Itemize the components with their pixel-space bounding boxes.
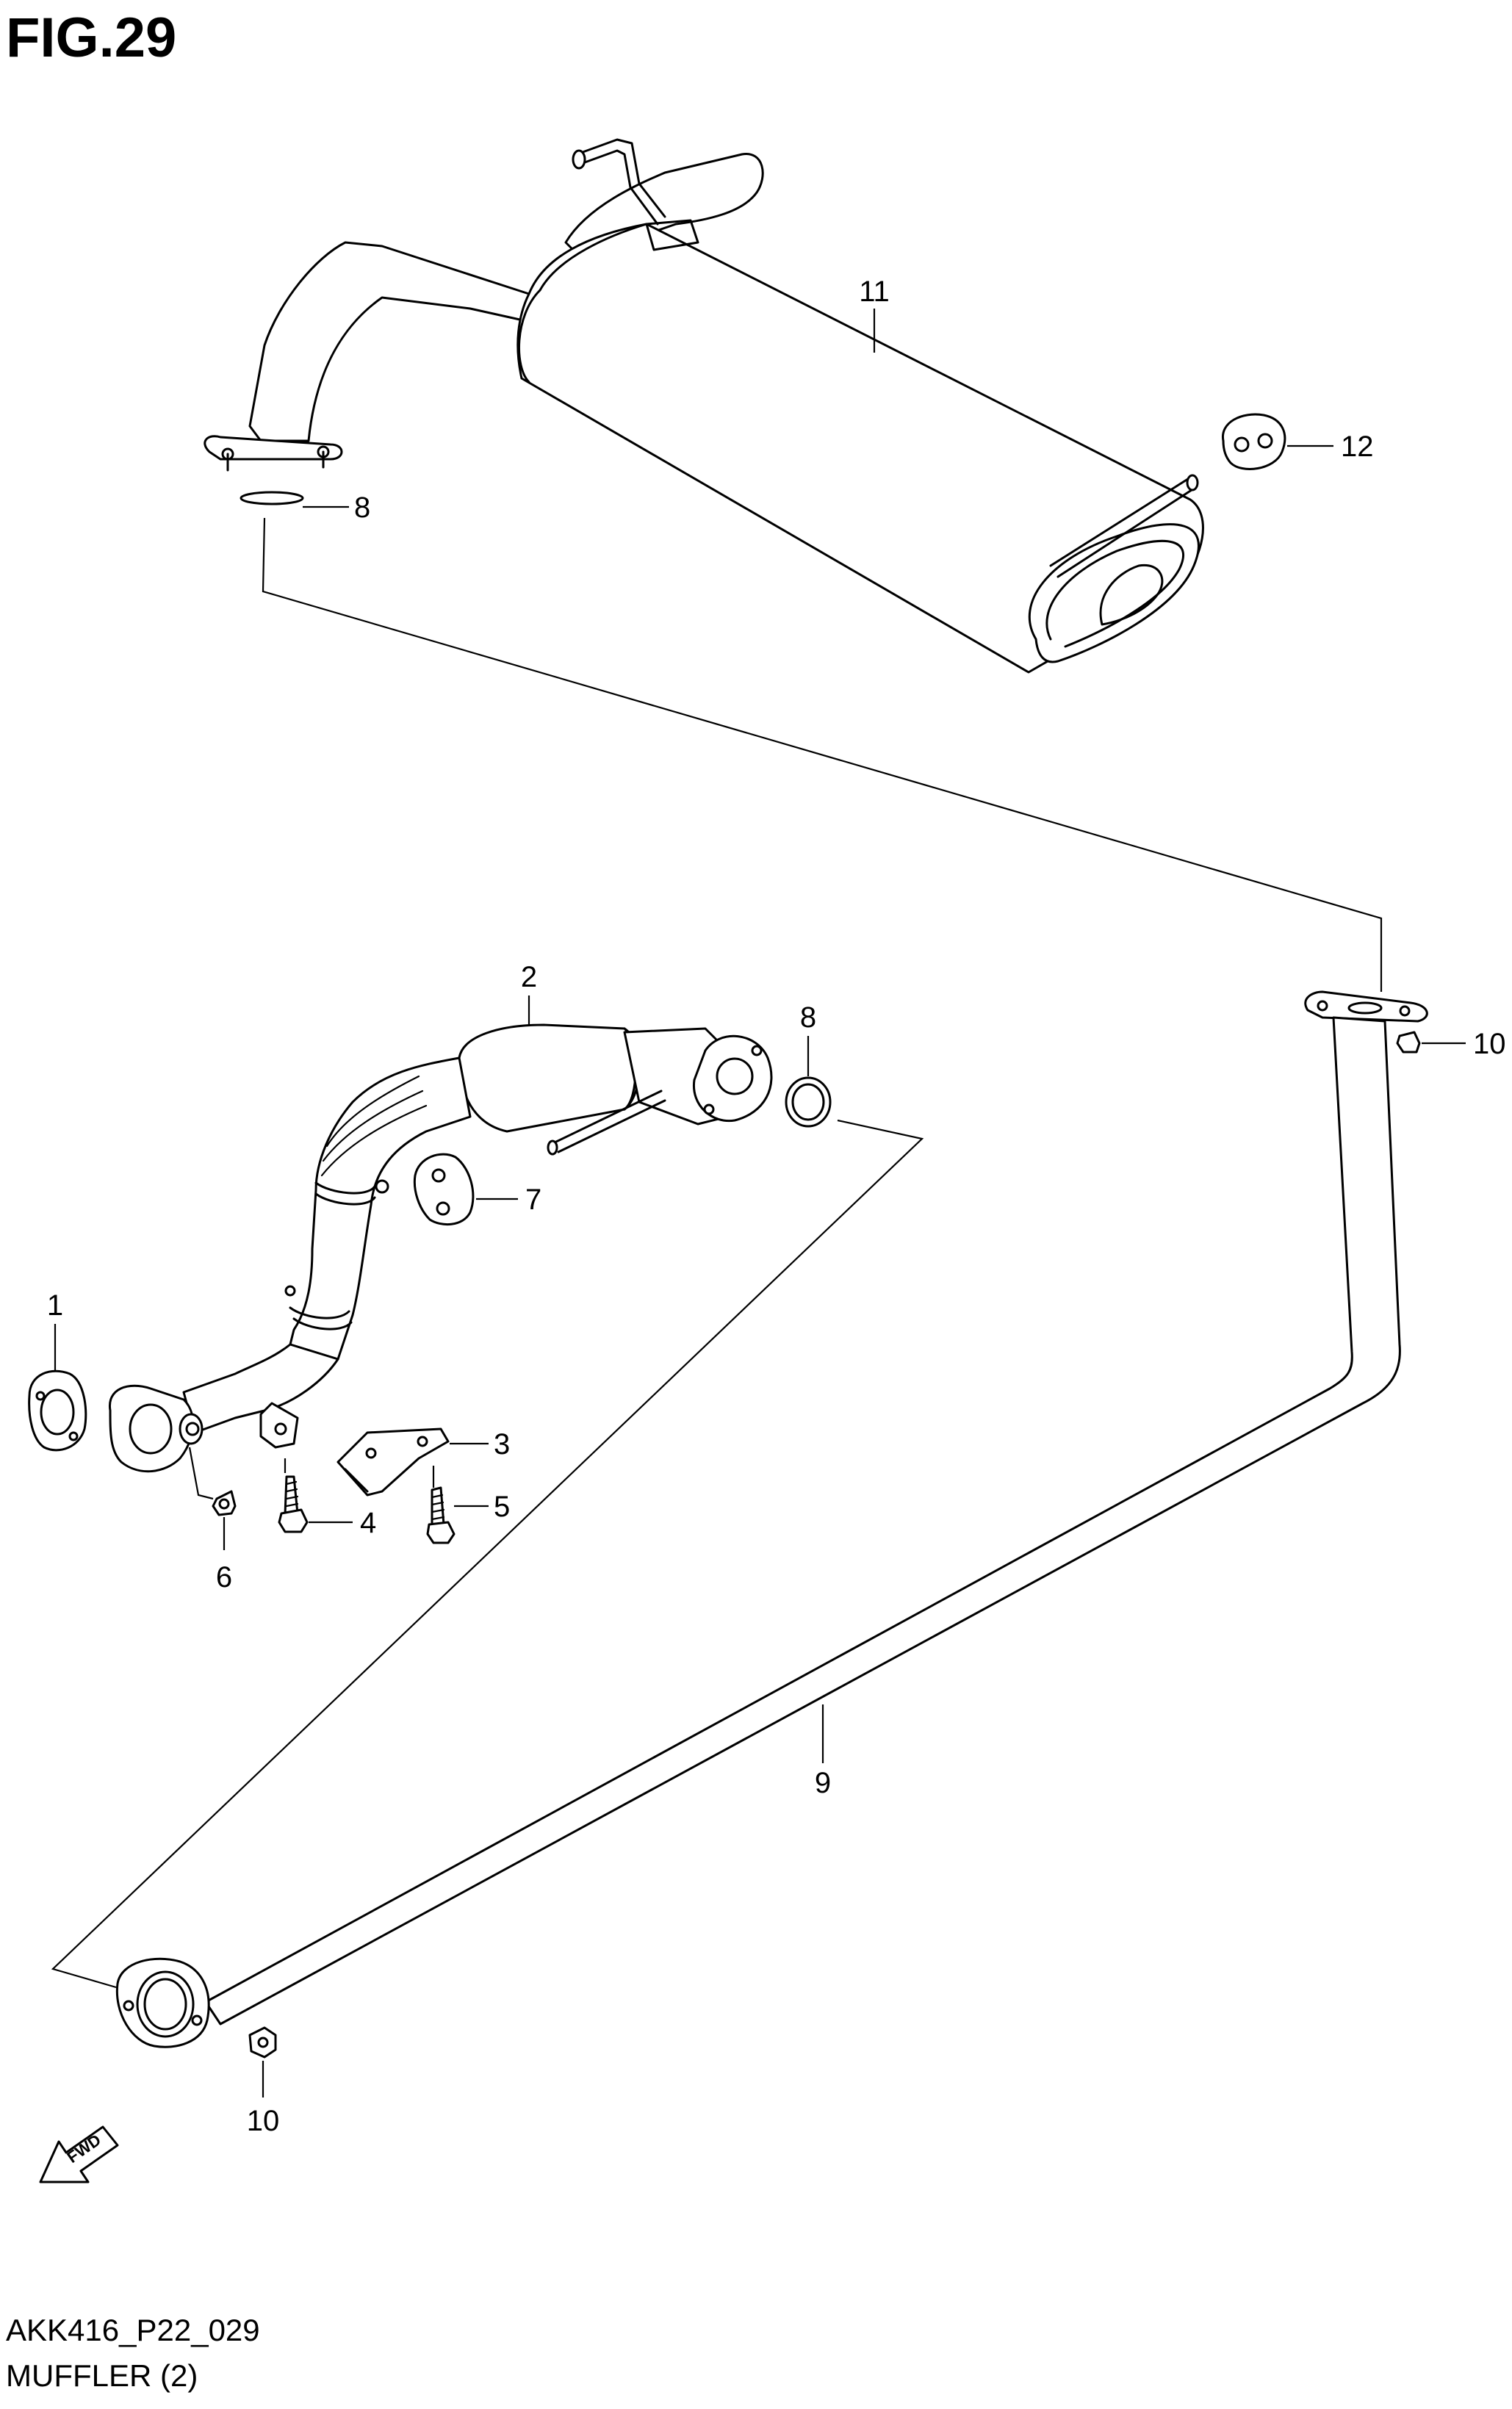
bolt-part-5 <box>426 1466 456 1544</box>
label-9: 9 <box>815 1767 831 1799</box>
fwd-arrow-icon: FWD <box>39 2125 119 2183</box>
hanger-rubber-part-7 <box>413 1153 475 1226</box>
bracket-part-3 <box>336 1427 450 1497</box>
figure-name: MUFFLER (2) <box>6 2358 198 2393</box>
gasket-part-1 <box>28 1369 87 1452</box>
exhaust-front-pipe-part-2 <box>109 1023 773 1473</box>
assembly-guide-line-top <box>262 517 1383 992</box>
label-10-right: 10 <box>1473 1028 1506 1060</box>
nut-part-6 <box>212 1490 237 1516</box>
figure-title: FIG.29 <box>6 7 177 69</box>
label-5: 5 <box>494 1491 510 1523</box>
assembly-guide-line-mid <box>51 1119 924 1989</box>
drawing-code: AKK416_P22_029 <box>6 2313 260 2347</box>
label-11: 11 <box>859 276 890 308</box>
label-8-top: 8 <box>354 491 370 524</box>
hanger-rubber-part-12 <box>1222 413 1286 470</box>
exhaust-center-pipe-part-9 <box>115 990 1428 2048</box>
label-7: 7 <box>525 1184 541 1216</box>
gasket-part-8-mid <box>785 1076 832 1128</box>
label-2: 2 <box>521 961 537 993</box>
label-3: 3 <box>494 1428 510 1461</box>
rear-muffler-part-11 <box>204 138 1204 674</box>
label-4: 4 <box>360 1507 376 1539</box>
label-12: 12 <box>1341 431 1374 463</box>
label-10-bottom: 10 <box>247 2105 280 2137</box>
nut-part-10-right <box>1396 1031 1421 1054</box>
bolt-part-4 <box>278 1458 309 1533</box>
label-1: 1 <box>47 1289 63 1322</box>
label-8-mid: 8 <box>800 1001 816 1034</box>
nut-part-10-bottom <box>248 2026 277 2059</box>
gasket-part-8-top <box>240 491 304 505</box>
label-6: 6 <box>216 1561 232 1594</box>
